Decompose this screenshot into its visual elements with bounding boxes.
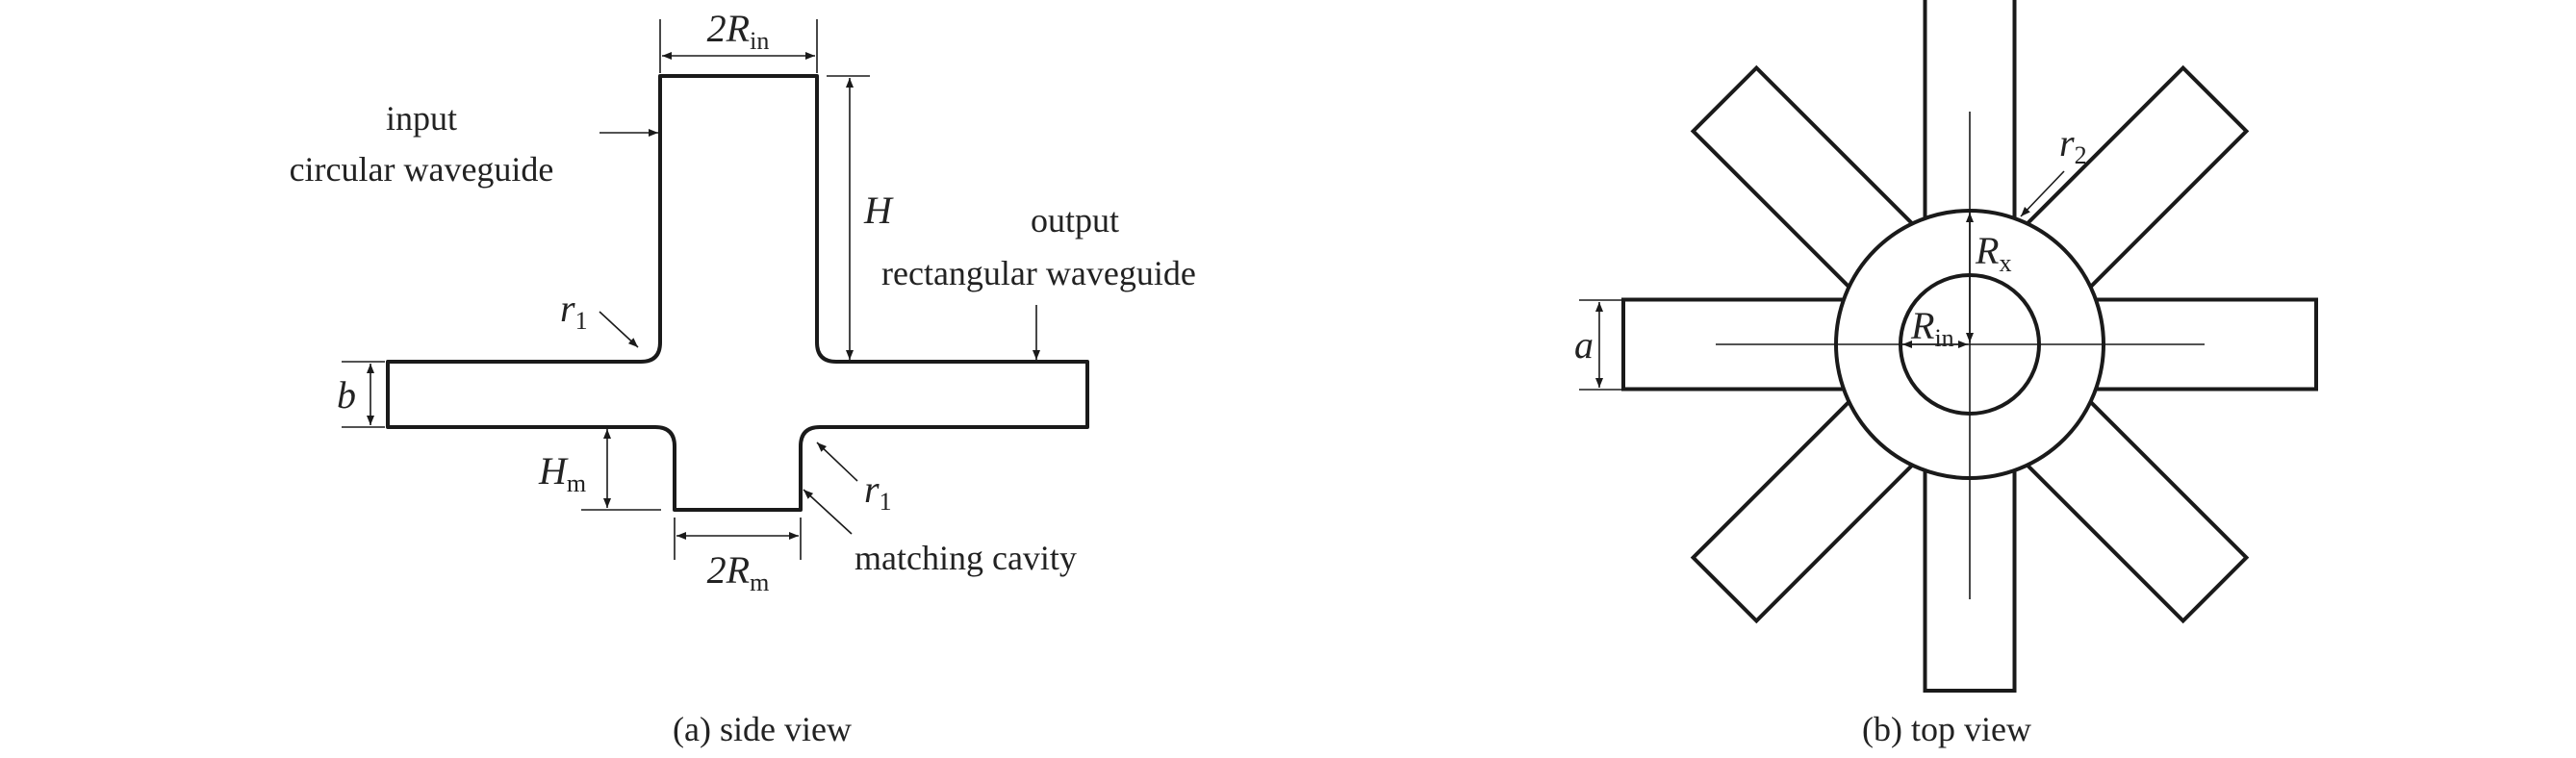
r2-annotation: r2 [2020,121,2087,217]
svg-text:r1: r1 [864,467,892,516]
svg-text:r1: r1 [560,287,588,335]
svg-text:a: a [1574,323,1594,366]
r1-bottom-annotation: r1 [816,442,892,516]
dimension-2rm: 2Rm [674,518,802,596]
svg-text:b: b [337,373,356,417]
output-label: output [1031,201,1119,240]
circular-waveguide-label: circular waveguide [290,150,554,189]
side-view: 2Rin H b Hm 2Rm r1 [290,7,1196,748]
svg-text:r2: r2 [2059,121,2087,169]
dimension-h: H [827,75,894,360]
input-label: input [386,99,457,138]
dimension-a: a [1574,299,1624,391]
top-view: Rx Rin r2 a (b) top view [1574,0,2318,748]
svg-text:2Rin: 2Rin [707,7,770,55]
side-view-caption: (a) side view [673,710,852,748]
matching-cavity-label: matching cavity [854,539,1077,577]
dimension-rx: Rx [1966,213,2011,342]
rectangular-waveguide-label: rectangular waveguide [881,254,1196,292]
dimension-2rin: 2Rin [659,7,818,73]
dimension-hm: Hm [538,429,661,511]
svg-text:H: H [863,189,894,232]
svg-text:Rin: Rin [1910,304,1954,352]
waveguide-outline [386,74,1089,512]
cavity-arrow [803,489,853,535]
svg-text:Hm: Hm [538,449,586,497]
svg-text:2Rm: 2Rm [707,548,770,596]
r1-top-annotation: r1 [560,287,639,348]
svg-text:Rx: Rx [1975,229,2011,277]
dimension-rin: Rin [1902,304,1968,352]
top-view-caption: (b) top view [1862,710,2031,748]
dimension-b: b [337,361,385,428]
